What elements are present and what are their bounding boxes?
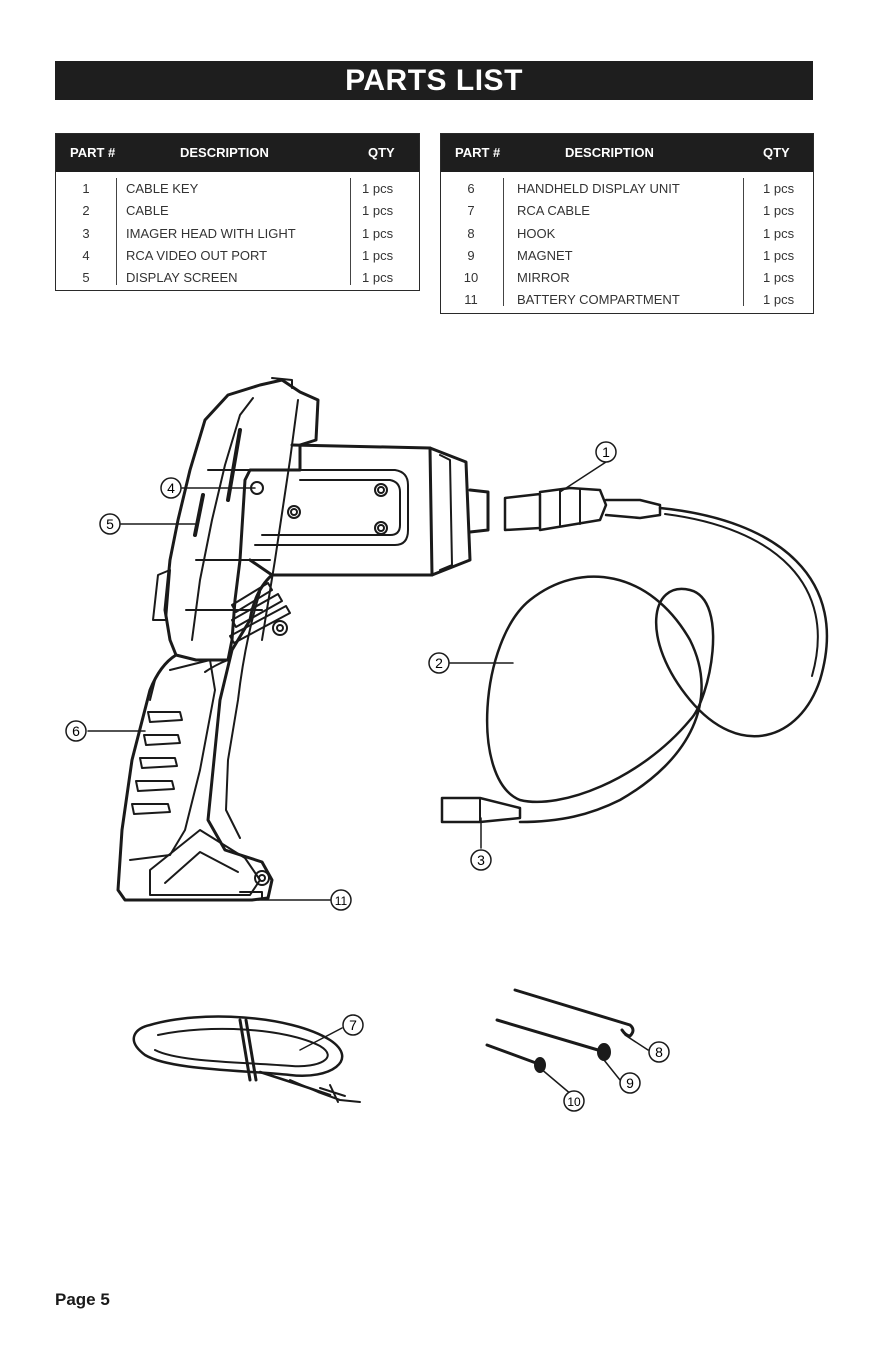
part-qty: 1 pcs: [763, 270, 795, 286]
cable-key-drawing: [503, 492, 542, 532]
part-description: MIRROR: [517, 270, 570, 286]
page-number: Page 5: [55, 1290, 110, 1309]
part-description: HANDHELD DISPLAY UNIT: [517, 181, 680, 196]
table-row: 3 IMAGER HEAD WITH LIGHT 1 pcs: [56, 223, 419, 245]
column-divider: [350, 178, 351, 285]
table-header: PART # DESCRIPTION QTY: [56, 134, 419, 172]
part-description: BATTERY COMPARTMENT: [517, 292, 680, 308]
callout-3-label: 3: [477, 852, 485, 868]
callout-3: 3: [470, 849, 492, 871]
table-row: 4 RCA VIDEO OUT PORT 1 pcs: [56, 245, 419, 267]
header-part: PART #: [70, 145, 116, 160]
part-qty: 1 pcs: [763, 292, 795, 308]
table-header: PART # DESCRIPTION QTY: [441, 134, 813, 172]
callout-2-label: 2: [435, 655, 443, 671]
table-row: 6 HANDHELD DISPLAY UNIT 1 pcs: [441, 178, 813, 200]
table-row: 2 CABLE 1 pcs: [56, 200, 419, 222]
callout-8: 8: [648, 1041, 670, 1063]
table-row: 7 RCA CABLE 1 pcs: [441, 200, 813, 222]
parts-table-right: PART # DESCRIPTION QTY 6 HANDHELD DISPLA…: [440, 133, 814, 314]
callout-1-label: 1: [602, 444, 610, 460]
callout-6: 6: [65, 720, 87, 742]
callout-7-label: 7: [349, 1017, 357, 1033]
part-description: CABLE: [126, 203, 169, 219]
accessories-drawing: [485, 988, 635, 1073]
part-description: HOOK: [517, 225, 556, 241]
leader-lines: [87, 461, 649, 1096]
callout-10: 10: [563, 1090, 585, 1112]
column-divider: [743, 178, 744, 306]
column-divider: [503, 178, 504, 306]
callout-2: 2: [428, 652, 450, 674]
part-description: CABLE KEY: [126, 181, 199, 196]
cable-assembly-drawing: [440, 486, 829, 824]
part-qty: 1 pcs: [362, 203, 394, 219]
mirror-drawing: [485, 1043, 538, 1065]
callout-10-label: 10: [567, 1095, 581, 1109]
part-number: 8: [467, 225, 475, 241]
part-number: 1: [82, 181, 90, 196]
part-qty: 1 pcs: [362, 225, 394, 241]
part-qty: 1 pcs: [763, 247, 795, 263]
header-qty: QTY: [763, 145, 790, 160]
part-description: RCA CABLE: [517, 203, 590, 219]
part-number: 6: [467, 181, 475, 196]
part-number: 11: [464, 292, 478, 308]
parts-table-left: PART # DESCRIPTION QTY 1 CABLE KEY 1 pcs…: [55, 133, 420, 291]
part-number: 2: [82, 203, 90, 219]
callout-7: 7: [342, 1014, 364, 1036]
part-qty: 1 pcs: [763, 181, 795, 196]
part-description: RCA VIDEO OUT PORT: [126, 247, 268, 263]
table-row: 1 CABLE KEY 1 pcs: [56, 178, 419, 200]
part-qty: 1 pcs: [362, 270, 394, 286]
callout-4: 4: [160, 477, 182, 499]
magnet-drawing: [495, 1018, 600, 1052]
part-number: 9: [467, 247, 475, 263]
part-description: IMAGER HEAD WITH LIGHT: [126, 225, 296, 241]
table-row: 8 HOOK 1 pcs: [441, 223, 813, 245]
cable-drawing: [485, 506, 829, 824]
callout-9: 9: [619, 1072, 641, 1094]
part-qty: 1 pcs: [763, 225, 795, 241]
part-number: 3: [82, 225, 90, 241]
header-description: DESCRIPTION: [180, 145, 269, 160]
column-divider: [116, 178, 117, 285]
part-number: 5: [82, 270, 90, 286]
part-qty: 1 pcs: [362, 181, 394, 196]
part-qty: 1 pcs: [362, 247, 394, 263]
header-qty: QTY: [368, 145, 395, 160]
callout-11-label: 11: [335, 894, 348, 908]
callout-6-label: 6: [72, 723, 80, 739]
callout-4-label: 4: [167, 480, 175, 496]
header-part: PART #: [455, 145, 501, 160]
callout-9-label: 9: [626, 1075, 634, 1091]
table-row: 5 DISPLAY SCREEN 1 pcs: [56, 267, 419, 289]
table-row: 11 BATTERY COMPARTMENT 1 pcs: [441, 289, 813, 311]
callout-5-label: 5: [106, 516, 114, 532]
part-number: 10: [463, 270, 479, 286]
part-qty: 1 pcs: [763, 203, 795, 219]
callout-8-label: 8: [655, 1044, 663, 1060]
part-number: 7: [467, 203, 475, 219]
part-number: 4: [82, 247, 90, 263]
callout-5: 5: [99, 513, 121, 535]
rca-cable-drawing: [132, 1015, 361, 1103]
callout-11: 11: [330, 889, 352, 911]
part-description: DISPLAY SCREEN: [126, 270, 238, 286]
table-row: 9 MAGNET 1 pcs: [441, 245, 813, 267]
table-row: 10 MIRROR 1 pcs: [441, 267, 813, 289]
handheld-display-unit-drawing: [116, 377, 490, 902]
part-description: MAGNET: [517, 247, 573, 263]
page-title: PARTS LIST: [55, 61, 813, 100]
hook-drawing: [513, 988, 635, 1038]
header-description: DESCRIPTION: [565, 145, 654, 160]
callout-1: 1: [595, 441, 617, 463]
